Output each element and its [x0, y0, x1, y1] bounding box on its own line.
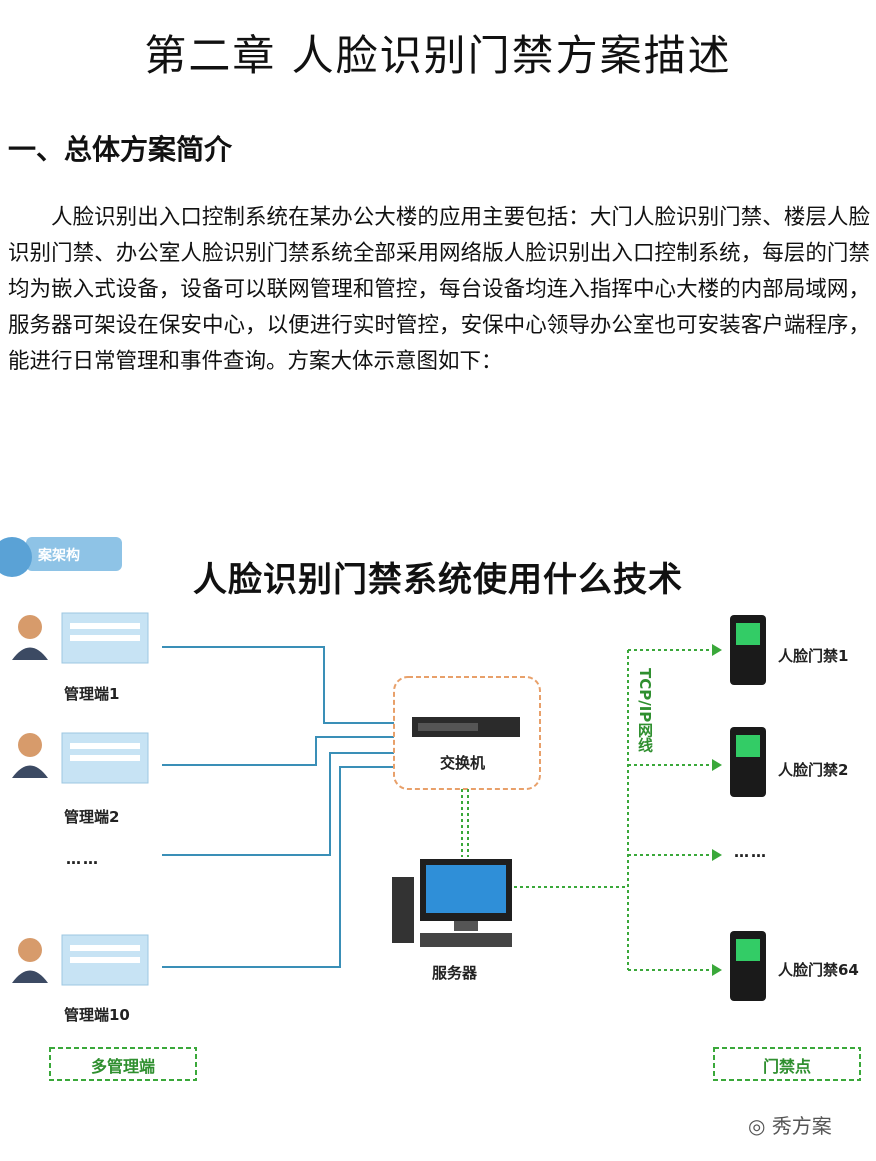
client-icon-1 — [12, 612, 149, 664]
client-links — [162, 646, 400, 968]
client-icon-2 — [12, 732, 149, 784]
network-label: TCP/IP网线 — [636, 668, 654, 753]
wechat-icon: ◎ — [748, 1114, 766, 1138]
intro-paragraph: 人脸识别出入口控制系统在某办公大楼的应用主要包括：大门人脸识别门禁、楼层人脸识别… — [8, 200, 870, 380]
architecture-diagram — [0, 505, 876, 1161]
server-icon — [392, 859, 512, 947]
door-device-icon-1 — [730, 615, 766, 685]
left-group-label: 多管理端 — [90, 1057, 155, 1076]
left-group-box — [49, 1047, 197, 1081]
watermark: ◎ 秀方案 — [748, 1110, 832, 1139]
chapter-title: 第二章 人脸识别门禁方案描述 — [144, 31, 732, 80]
network-links — [461, 649, 712, 971]
client-icon-3 — [12, 934, 149, 986]
intro-paragraph-text: 人脸识别出入口控制系统在某办公大楼的应用主要包括：大门人脸识别门禁、楼层人脸识别… — [8, 205, 870, 374]
section-title: 一、总体方案简介 — [8, 133, 233, 166]
right-group-box — [713, 1047, 861, 1081]
door-label-3: 人脸门禁64 — [778, 961, 859, 979]
badge-label: 案架构 — [38, 548, 80, 564]
server-label: 服务器 — [432, 964, 478, 982]
door-device-icon-2 — [730, 727, 766, 797]
door-label-2: 人脸门禁2 — [778, 761, 849, 779]
diagram-canvas — [0, 537, 861, 1081]
client-label-3: 管理端10 — [64, 1006, 130, 1024]
network-arrowheads — [712, 644, 722, 976]
client-label-2: 管理端2 — [64, 808, 120, 826]
door-label-1: 人脸门禁1 — [778, 647, 849, 665]
switch-label: 交换机 — [440, 754, 486, 772]
watermark-text: 秀方案 — [771, 1114, 832, 1138]
right-group-label: 门禁点 — [762, 1057, 811, 1076]
badge-icon — [0, 537, 122, 577]
client-ellipsis: …… — [66, 850, 100, 868]
door-ellipsis: …… — [734, 843, 768, 861]
client-label-1: 管理端1 — [64, 685, 120, 703]
overlay-title: 人脸识别门禁系统使用什么技术 — [193, 560, 683, 600]
door-device-icon-3 — [730, 931, 766, 1001]
